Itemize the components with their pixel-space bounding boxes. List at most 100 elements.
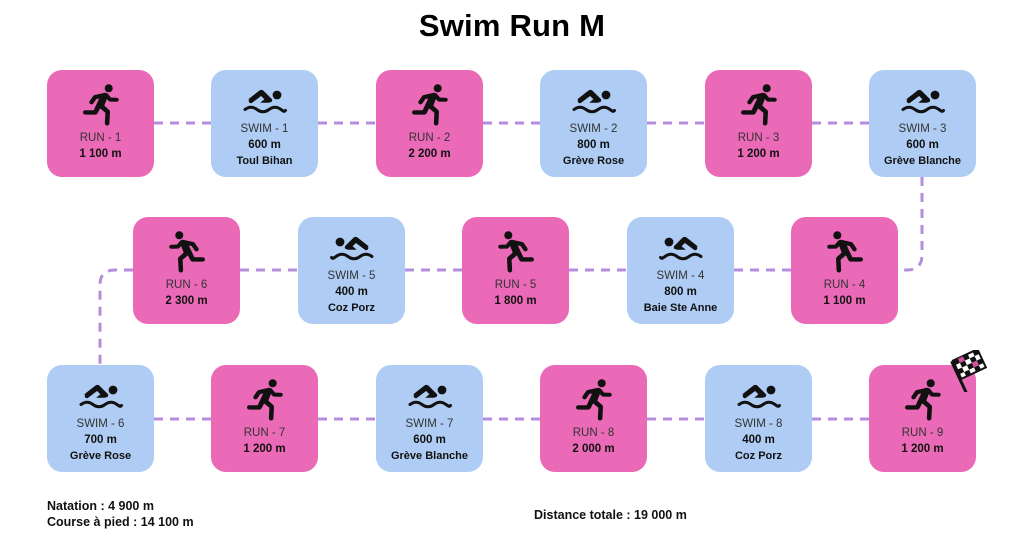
page-title: Swim Run M	[418, 8, 606, 43]
checkered-flag-icon	[950, 350, 988, 392]
swim-step-box: SWIM - 1 600 m Toul Bihan	[211, 70, 318, 177]
connector-swim3-run4	[898, 177, 924, 272]
swimmer-icon	[705, 379, 812, 415]
step-text: SWIM - 2 800 m Grève Rose	[540, 122, 647, 169]
step-label: RUN - 1	[79, 132, 122, 144]
running-person-icon	[376, 80, 483, 128]
grand-total: Distance totale : 19 000 m	[534, 508, 687, 522]
step-label: RUN - 7	[243, 427, 286, 439]
step-location: Grève Rose	[562, 155, 625, 167]
step-distance: 400 m	[335, 286, 368, 298]
summary-left: Natation : 4 900 m Course à pied : 14 10…	[47, 498, 194, 530]
swim-step-box: SWIM - 7 600 m Grève Blanche	[376, 365, 483, 472]
step-distance: 600 m	[413, 434, 446, 446]
swim-total: Natation : 4 900 m	[47, 499, 154, 513]
step-label: RUN - 2	[408, 132, 451, 144]
step-location: Grève Blanche	[883, 155, 962, 167]
step-text: SWIM - 7 600 m Grève Blanche	[376, 417, 483, 464]
step-label: SWIM - 7	[405, 418, 454, 430]
run-step-box: RUN - 9 1 200 m	[869, 365, 976, 472]
swimmer-icon	[47, 379, 154, 415]
step-distance: 700 m	[84, 434, 117, 446]
step-label: RUN - 5	[494, 279, 537, 291]
swim-step-box: SWIM - 3 600 m Grève Blanche	[869, 70, 976, 177]
step-distance: 1 100 m	[823, 295, 866, 307]
step-text: RUN - 5 1 800 m	[462, 278, 569, 309]
step-distance: 1 200 m	[901, 443, 944, 455]
step-distance: 400 m	[742, 434, 775, 446]
run-total: Course à pied : 14 100 m	[47, 515, 194, 529]
step-text: RUN - 2 2 200 m	[376, 131, 483, 162]
step-label: SWIM - 2	[569, 123, 618, 135]
running-person-icon	[47, 80, 154, 128]
step-location: Grève Rose	[69, 450, 132, 462]
step-text: SWIM - 6 700 m Grève Rose	[47, 417, 154, 464]
step-text: SWIM - 4 800 m Baie Ste Anne	[627, 269, 734, 316]
step-label: RUN - 9	[901, 427, 944, 439]
swimmer-icon	[376, 379, 483, 415]
run-step-box: RUN - 1 1 100 m	[47, 70, 154, 177]
running-person-icon	[133, 227, 240, 275]
running-person-icon	[869, 375, 976, 423]
step-text: RUN - 1 1 100 m	[47, 131, 154, 162]
running-person-icon	[211, 375, 318, 423]
run-step-box: RUN - 5 1 800 m	[462, 217, 569, 324]
connector-run6-swim6	[98, 268, 133, 365]
step-label: SWIM - 8	[734, 418, 783, 430]
swim-step-box: SWIM - 2 800 m Grève Rose	[540, 70, 647, 177]
running-person-icon	[705, 80, 812, 128]
step-distance: 2 300 m	[165, 295, 208, 307]
step-text: RUN - 9 1 200 m	[869, 426, 976, 457]
step-text: RUN - 4 1 100 m	[791, 278, 898, 309]
swimmer-icon	[627, 231, 734, 267]
step-text: SWIM - 5 400 m Coz Porz	[298, 269, 405, 316]
step-label: RUN - 3	[737, 132, 780, 144]
step-text: SWIM - 1 600 m Toul Bihan	[211, 122, 318, 169]
step-label: SWIM - 1	[240, 123, 289, 135]
running-person-icon	[540, 375, 647, 423]
step-location: Toul Bihan	[236, 155, 293, 167]
run-step-box: RUN - 2 2 200 m	[376, 70, 483, 177]
swim-step-box: SWIM - 8 400 m Coz Porz	[705, 365, 812, 472]
run-step-box: RUN - 3 1 200 m	[705, 70, 812, 177]
step-distance: 1 800 m	[494, 295, 537, 307]
step-distance: 800 m	[577, 139, 610, 151]
swimmer-icon	[540, 84, 647, 120]
run-step-box: RUN - 7 1 200 m	[211, 365, 318, 472]
step-distance: 1 200 m	[243, 443, 286, 455]
step-label: SWIM - 5	[327, 270, 376, 282]
swim-step-box: SWIM - 4 800 m Baie Ste Anne	[627, 217, 734, 324]
step-distance: 1 100 m	[79, 148, 122, 160]
step-label: SWIM - 4	[656, 270, 705, 282]
step-distance: 2 200 m	[408, 148, 451, 160]
step-text: SWIM - 3 600 m Grève Blanche	[869, 122, 976, 169]
running-person-icon	[791, 227, 898, 275]
step-distance: 600 m	[248, 139, 281, 151]
step-location: Coz Porz	[734, 450, 783, 462]
swimmer-icon	[869, 84, 976, 120]
step-distance: 2 000 m	[572, 443, 615, 455]
run-step-box: RUN - 8 2 000 m	[540, 365, 647, 472]
step-distance: 1 200 m	[737, 148, 780, 160]
swimmer-icon	[211, 84, 318, 120]
step-text: RUN - 8 2 000 m	[540, 426, 647, 457]
step-label: SWIM - 6	[76, 418, 125, 430]
step-distance: 800 m	[664, 286, 697, 298]
step-distance: 600 m	[906, 139, 939, 151]
step-label: SWIM - 3	[898, 123, 947, 135]
swim-step-box: SWIM - 5 400 m Coz Porz	[298, 217, 405, 324]
step-location: Baie Ste Anne	[643, 302, 718, 314]
step-text: RUN - 3 1 200 m	[705, 131, 812, 162]
swim-step-box: SWIM - 6 700 m Grève Rose	[47, 365, 154, 472]
step-label: RUN - 8	[572, 427, 615, 439]
running-person-icon	[462, 227, 569, 275]
step-text: SWIM - 8 400 m Coz Porz	[705, 417, 812, 464]
step-location: Coz Porz	[327, 302, 376, 314]
run-step-box: RUN - 4 1 100 m	[791, 217, 898, 324]
swimmer-icon	[298, 231, 405, 267]
step-label: RUN - 4	[823, 279, 866, 291]
step-location: Grève Blanche	[390, 450, 469, 462]
